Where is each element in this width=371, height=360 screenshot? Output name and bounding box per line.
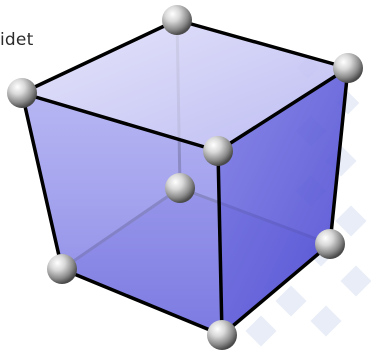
atom-top-back <box>162 5 192 35</box>
atom-bottom-right <box>315 229 345 259</box>
atom-bottom-left <box>47 254 77 284</box>
caption-text: idet <box>0 30 34 50</box>
atom-top-front <box>203 136 233 166</box>
atom-top-left <box>7 78 37 108</box>
atom-top-right <box>333 53 363 83</box>
front-face <box>22 93 222 335</box>
background-pattern <box>245 56 371 347</box>
atoms <box>7 5 363 350</box>
right-face <box>218 68 348 335</box>
atom-back-bottom <box>165 173 195 203</box>
atom-bottom-front <box>207 320 237 350</box>
